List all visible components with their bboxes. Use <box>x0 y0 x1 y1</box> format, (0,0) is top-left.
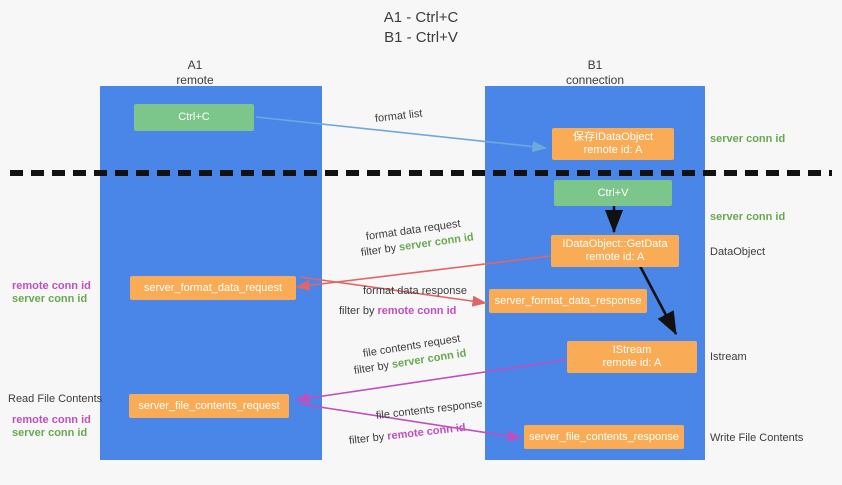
node-server-file-contents-response[interactable]: server_file_contents_response <box>524 425 684 449</box>
annotation-file-contents-response-filter: filter by remote conn id <box>348 421 466 448</box>
annotation-format-data-response-filter-prefix: filter by <box>339 305 378 317</box>
node-istream-sublabel: remote id: A <box>602 357 662 369</box>
node-idataobject-getdata-sublabel: remote id: A <box>585 251 645 263</box>
column-header-a1-role: remote <box>176 73 214 87</box>
node-istream[interactable]: IStream remote id: A <box>567 341 697 373</box>
annotation-file-contents-request-filter-prefix: filter by <box>353 359 393 377</box>
column-header-b1-role: connection <box>565 73 625 87</box>
node-ctrl-v-label: Ctrl+V <box>597 186 629 199</box>
node-ctrl-v[interactable]: Ctrl+V <box>554 180 672 206</box>
node-server-format-data-response-label: server_format_data_response <box>494 294 642 307</box>
node-ctrl-c-label: Ctrl+C <box>178 111 210 123</box>
diagram-title: A1 - Ctrl+C B1 - Ctrl+V <box>0 8 842 48</box>
side-label-left-read-file-contents: Read File Contents <box>8 393 103 405</box>
side-label-right-write-file-contents: Write File Contents <box>710 432 804 444</box>
annotation-file-contents-response-filter-value: remote conn id <box>386 421 467 443</box>
node-idataobject-getdata-label: IDataObject::GetData <box>562 238 668 250</box>
node-save-idataobject-sublabel: remote id: A <box>583 144 643 156</box>
annotation-file-contents-response-title: file contents response <box>375 397 484 422</box>
node-save-idataobject-label: 保存IDataObject <box>572 131 654 143</box>
node-server-format-data-request-label: server_format_data_request <box>143 281 283 294</box>
node-server-file-contents-response-label: server_file_contents_response <box>529 430 679 443</box>
column-header-b1-name: B1 <box>587 58 603 72</box>
node-save-idataobject[interactable]: 保存IDataObject remote id: A <box>552 128 674 160</box>
node-server-file-contents-request[interactable]: server_file_contents_request <box>129 394 289 418</box>
column-header-a1-name: A1 <box>187 58 203 72</box>
column-header-a1: A1 remote <box>130 58 260 88</box>
annotation-format-data-response-filter: filter by remote conn id <box>339 304 456 318</box>
side-label-left-remote-conn-id-1: remote conn id <box>12 280 91 292</box>
column-header-b1: B1 connection <box>530 58 660 88</box>
side-label-right-server-conn-id-1: server conn id <box>710 133 786 145</box>
node-istream-label: IStream <box>612 344 652 356</box>
annotation-file-contents-response-filter-prefix: filter by <box>348 430 388 447</box>
side-label-left-server-conn-id-2: server conn id <box>12 427 88 439</box>
side-label-right-dataobject: DataObject <box>710 246 766 258</box>
node-server-format-data-request[interactable]: server_format_data_request <box>130 276 296 300</box>
side-label-right-server-conn-id-2: server conn id <box>710 211 786 223</box>
side-label-right-istream: Istream <box>710 351 747 363</box>
side-label-left-server-conn-id-1: server conn id <box>12 293 88 305</box>
phase-divider <box>10 170 832 176</box>
node-idataobject-getdata[interactable]: IDataObject::GetData remote id: A <box>551 235 679 267</box>
side-label-left-remote-conn-id-2: remote conn id <box>12 414 91 426</box>
node-server-file-contents-request-label: server_file_contents_request <box>138 399 280 412</box>
annotation-format-list: format list <box>374 107 424 125</box>
annotation-format-data-request-filter-prefix: filter by <box>360 241 400 259</box>
annotation-format-data-response-filter-value: remote conn id <box>377 305 457 317</box>
diagram-title-line2: B1 - Ctrl+V <box>384 29 458 46</box>
node-server-format-data-response[interactable]: server_format_data_response <box>489 289 647 313</box>
node-ctrl-c[interactable]: Ctrl+C <box>134 104 254 131</box>
annotation-format-data-response-title: format data response <box>363 285 467 297</box>
diagram-title-line1: A1 - Ctrl+C <box>383 9 459 26</box>
